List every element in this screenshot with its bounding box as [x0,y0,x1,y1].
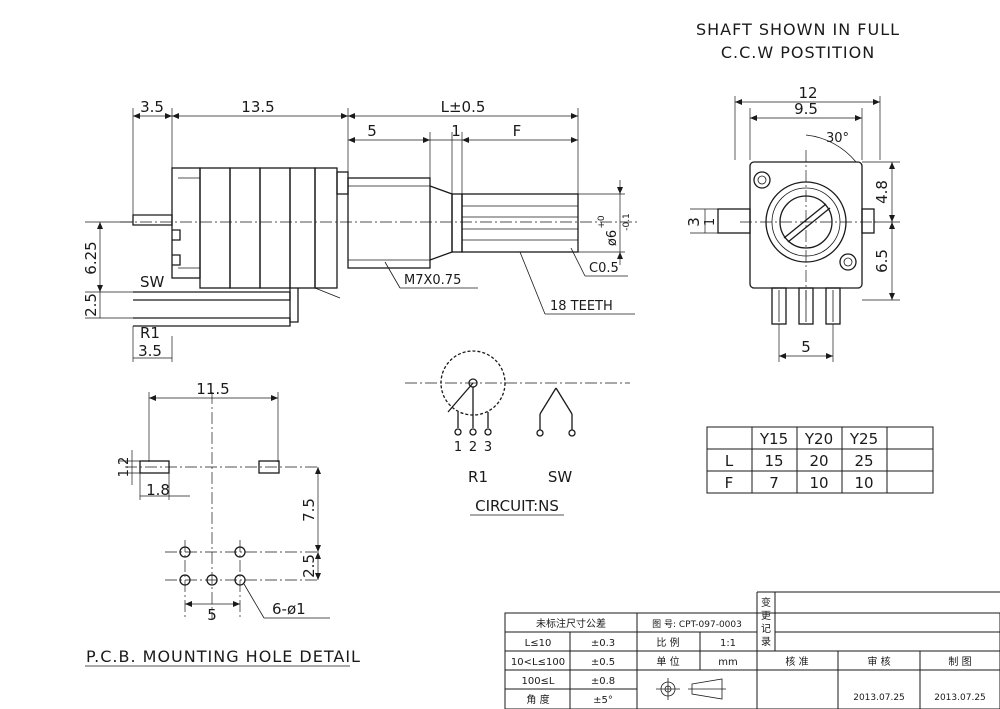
dim-front-angle: 30° [826,131,849,146]
note-line-2: C.C.W POSTITION [721,43,875,62]
scale-label: 比 例 [656,636,679,649]
dim-side-5: 5 [367,122,377,140]
dim-front-6-5: 6.5 [873,249,891,273]
dim-side-1: 1 [451,122,461,140]
dim-front-9-5: 9.5 [794,100,818,118]
label-review: 审 核 [867,655,890,668]
spec-table: Y15 Y20 Y25 L 15 20 25 F 7 10 10 [706,426,934,494]
dim-front-4-8: 4.8 [873,180,891,204]
dim-side-3-5-bottom: 3.5 [138,342,162,360]
drawing-number: 图 号: CPT-097-0003 [652,619,742,630]
note-line-1: SHAFT SHOWN IN FULL [696,20,900,39]
spec-row-f-y15: 7 [769,474,779,492]
circuit-title: CIRCUIT:NS [475,497,559,515]
dim-front-12: 12 [798,84,817,102]
change-record-2: 更 [761,610,771,622]
callout-chamfer: C0.5 [589,261,619,276]
dim-front-3: 3 [685,217,703,227]
tolerance-value-3: ±0.8 [591,676,615,687]
circuit-pin-3: 3 [484,440,492,455]
view-note: SHAFT SHOWN IN FULL C.C.W POSTITION [696,20,900,62]
dim-side-l: L±0.5 [441,98,486,116]
dim-shaft-tol-lower: -0.1 [622,213,632,231]
dim-front-5: 5 [801,338,811,356]
tolerance-range-2: 10<L≤100 [511,657,565,668]
dim-shaft-diameter: ø6 [605,230,620,246]
tolerance-header: 未标注尺寸公差 [536,617,606,630]
dim-pcb-1-8: 1.8 [146,481,170,499]
unit-value: mm [718,657,737,668]
circuit-diagram: 1 2 3 R1 SW CIRCUIT:NS [405,350,630,516]
circuit-label-r1: R1 [468,468,488,486]
tolerance-value-4: ±5° [593,695,613,706]
dim-pcb-1-2: 1.2 [117,457,132,478]
spec-row-l-label: L [725,452,734,470]
dim-side-13-5: 13.5 [241,98,274,116]
pcb-holes-label: 6-ø1 [272,600,306,618]
label-check: 核 准 [785,655,808,668]
label-draw: 制 图 [948,655,971,668]
dim-pcb-5: 5 [207,606,217,624]
circuit-label-sw: SW [548,468,573,486]
spec-row-l-y20: 20 [809,452,828,470]
label-side-sw: SW [140,273,165,291]
spec-row-l-y15: 15 [764,452,783,470]
spec-header-y20: Y20 [804,430,833,448]
unit-label: 单 位 [656,655,679,668]
scale-value: 1:1 [720,638,736,649]
tolerance-range-1: L≤10 [525,638,552,649]
pcb-detail: 11.5 1.2 1.8 7.5 2.5 5 6 [85,380,361,667]
change-record-3: 记 [761,623,771,635]
circuit-pin-2: 2 [469,440,477,455]
callout-teeth: 18 TEETH [550,299,613,314]
spec-row-f-y25: 10 [854,474,873,492]
spec-header-y25: Y25 [849,430,878,448]
change-record-1: 变 [761,596,771,609]
dim-shaft-tol-upper: +0 [597,215,607,229]
front-view: 12 9.5 30° 3 1 [685,84,900,362]
tolerance-range-3: 100≤L [521,676,554,687]
tolerance-value-2: ±0.5 [591,657,615,668]
circuit-pin-1: 1 [454,440,462,455]
side-view: 3.5 13.5 L±0.5 5 1 F [82,98,640,362]
dim-side-f: F [513,122,522,140]
pcb-title: P.C.B. MOUNTING HOLE DETAIL [86,647,361,666]
dim-pcb-11-5: 11.5 [196,380,229,398]
projection-symbol [656,678,726,700]
date-draw: 2013.07.25 [934,693,986,703]
spec-row-f-y20: 10 [809,474,828,492]
date-review: 2013.07.25 [853,693,905,703]
callout-thread: M7X0.75 [404,273,461,288]
dim-side-6-25: 6.25 [82,241,100,274]
tolerance-range-4: 角 度 [526,693,549,706]
spec-row-l-y25: 25 [854,452,873,470]
tolerance-value-1: ±0.3 [591,638,615,649]
title-block: 未标注尺寸公差 L≤10 ±0.3 10<L≤100 ±0.5 100≤L ±0… [504,591,1000,709]
label-side-r1: R1 [140,324,160,342]
dim-side-3-5-top: 3.5 [140,98,164,116]
spec-header-y15: Y15 [759,430,788,448]
dim-side-2-5: 2.5 [82,293,100,317]
change-record-4: 录 [761,636,771,648]
spec-row-f-label: F [725,474,734,492]
dim-pcb-2-5: 2.5 [300,554,318,578]
dim-front-1: 1 [703,218,718,226]
dim-pcb-7-5: 7.5 [300,498,318,522]
